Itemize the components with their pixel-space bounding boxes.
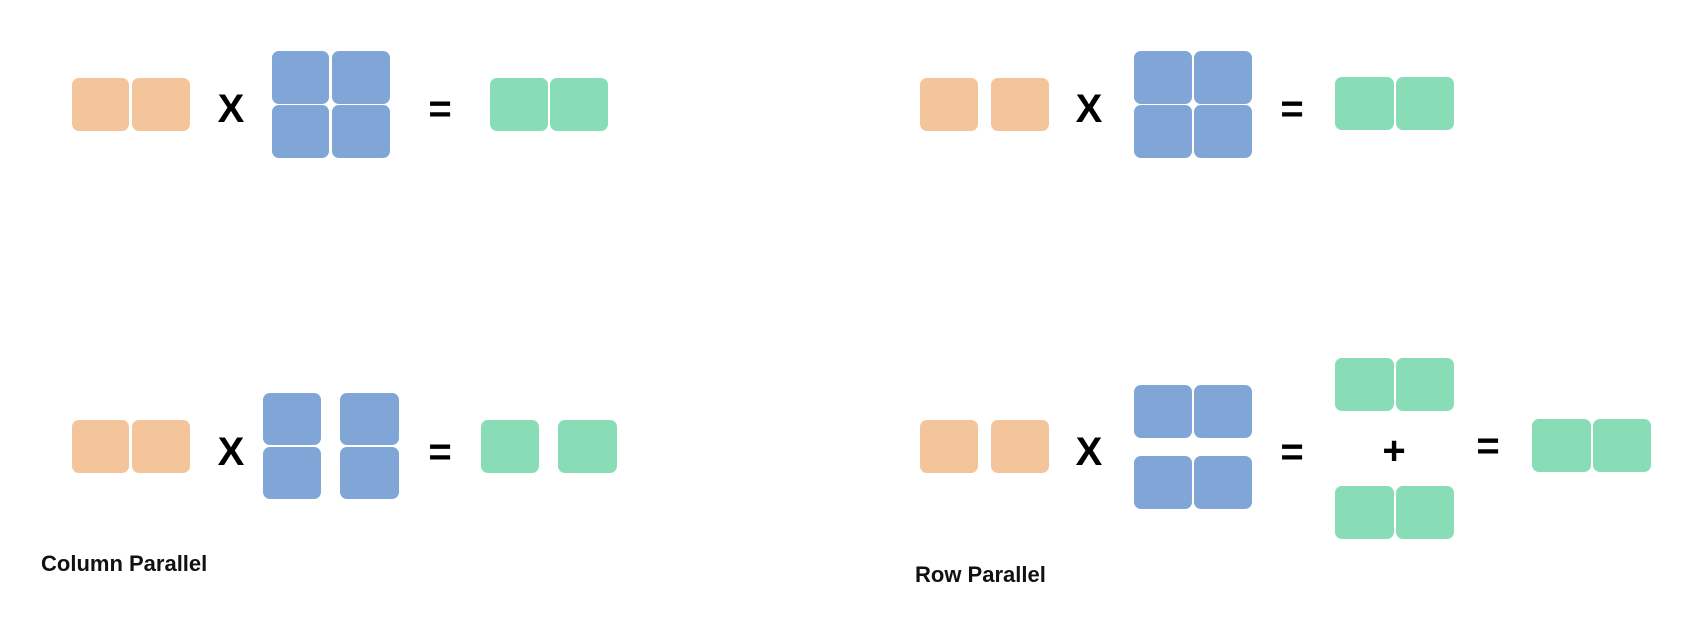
weight-column-shard — [340, 393, 399, 445]
equals-sign: = — [428, 430, 452, 474]
partial-output-block — [1335, 486, 1394, 539]
output-shard — [558, 420, 617, 473]
equals-sign: = — [1280, 87, 1304, 131]
output-block — [1396, 77, 1454, 130]
multiply-sign: X — [1075, 430, 1103, 474]
weight-block — [332, 51, 390, 104]
equals-sign: = — [1280, 430, 1304, 474]
weight-row-shard — [1194, 385, 1252, 438]
weight-row-shard — [1134, 456, 1192, 509]
partial-output-block — [1396, 358, 1454, 411]
output-block — [490, 78, 548, 131]
weight-block — [1134, 105, 1192, 158]
multiply-sign: X — [217, 430, 245, 474]
output-block — [1593, 419, 1651, 472]
input-block — [991, 78, 1049, 131]
weight-column-shard — [263, 447, 321, 499]
partial-output-block — [1396, 486, 1454, 539]
weight-block — [272, 51, 329, 104]
input-block — [920, 78, 978, 131]
weight-block — [1134, 51, 1192, 104]
weight-column-shard — [340, 447, 399, 499]
plus-sign: + — [1382, 429, 1406, 473]
input-block — [72, 78, 129, 131]
equals-sign: = — [428, 87, 452, 131]
input-block — [132, 420, 190, 473]
weight-row-shard — [1194, 456, 1252, 509]
partial-output-block — [1335, 358, 1394, 411]
weight-block — [272, 105, 329, 158]
multiply-sign: X — [217, 87, 245, 131]
column-parallel-caption: Column Parallel — [41, 551, 208, 576]
input-block — [991, 420, 1049, 473]
weight-block — [332, 105, 390, 158]
multiply-sign: X — [1075, 87, 1103, 131]
weight-block — [1194, 105, 1252, 158]
output-block — [1532, 419, 1591, 472]
weight-column-shard — [263, 393, 321, 445]
equals-sign: = — [1476, 424, 1500, 468]
input-block — [132, 78, 190, 131]
output-block — [550, 78, 608, 131]
weight-row-shard — [1134, 385, 1192, 438]
weight-block — [1194, 51, 1252, 104]
input-block — [72, 420, 129, 473]
row-parallel-caption: Row Parallel — [915, 562, 1046, 587]
input-block — [920, 420, 978, 473]
output-block — [1335, 77, 1394, 130]
output-shard — [481, 420, 539, 473]
